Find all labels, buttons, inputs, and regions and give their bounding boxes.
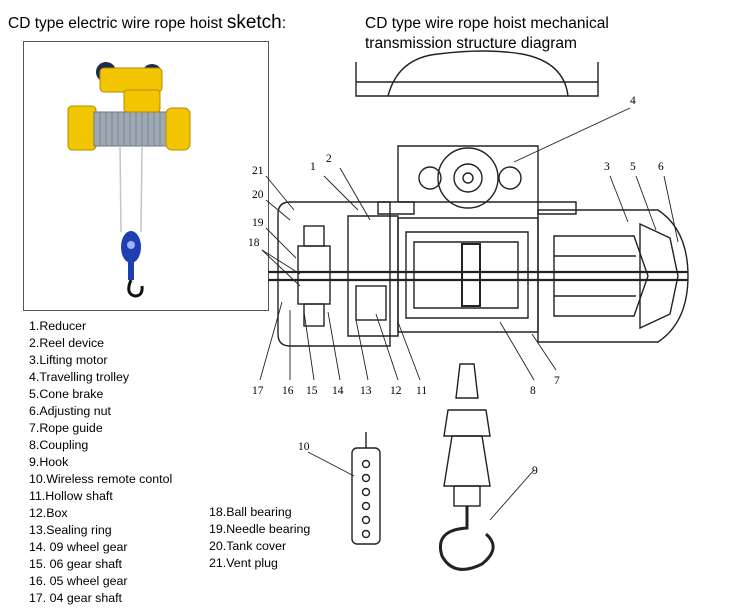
hoist-photo bbox=[23, 41, 269, 311]
callout-12: 12 bbox=[390, 385, 402, 397]
left-title-emphasis: sketch bbox=[226, 12, 282, 33]
callout-9: 9 bbox=[532, 465, 538, 477]
legend-item: 17. 04 gear shaft bbox=[29, 591, 122, 605]
lifting-motor bbox=[165, 107, 191, 151]
junction-box bbox=[123, 89, 161, 113]
hook-drawing bbox=[439, 363, 495, 571]
callout-15: 15 bbox=[306, 385, 318, 397]
callout-18: 18 bbox=[248, 237, 260, 249]
legend-item: 10.Wireless remote contol bbox=[29, 472, 173, 486]
callout-leaders bbox=[259, 107, 679, 521]
callout-8: 8 bbox=[530, 385, 536, 397]
rope-right bbox=[140, 145, 143, 233]
legend-item: 11.Hollow shaft bbox=[29, 489, 113, 503]
legend-item: 16. 05 wheel gear bbox=[29, 574, 128, 588]
legend-item: 21.Vent plug bbox=[209, 556, 278, 570]
legend-item: 15. 06 gear shaft bbox=[29, 557, 122, 571]
legend-list-left: 1.Reducer 2.Reel device 3.Lifting motor … bbox=[29, 318, 172, 607]
legend-item: 1.Reducer bbox=[29, 319, 87, 333]
legend-item: 9.Hook bbox=[29, 455, 69, 469]
legend-item: 12.Box bbox=[29, 506, 68, 520]
right-title-line1: CD type wire rope hoist mechanical bbox=[365, 15, 609, 32]
trolley-frame bbox=[99, 67, 163, 93]
callout-6: 6 bbox=[658, 161, 664, 173]
legend-item: 19.Needle bearing bbox=[209, 522, 311, 536]
callout-2: 2 bbox=[326, 153, 332, 165]
legend-item: 2.Reel device bbox=[29, 336, 105, 350]
hook-pulley bbox=[127, 241, 135, 249]
callout-1: 1 bbox=[310, 161, 316, 173]
drum-grooves bbox=[99, 112, 161, 146]
legend-item: 14. 09 wheel gear bbox=[29, 540, 128, 554]
callout-5: 5 bbox=[630, 161, 636, 173]
reducer-block bbox=[67, 105, 97, 151]
callout-7: 7 bbox=[554, 375, 560, 387]
left-title-main: CD type electric wire rope hoist bbox=[8, 15, 227, 32]
reel-device-drawing bbox=[277, 201, 539, 347]
legend-list-right: 18.Ball bearing 19.Needle bearing 20.Tan… bbox=[209, 504, 310, 572]
legend-item: 7.Rope guide bbox=[29, 421, 103, 435]
hoist-illustration bbox=[67, 62, 191, 298]
legend-item: 5.Cone brake bbox=[29, 387, 104, 401]
left-title: CD type electric wire rope hoist sketch: bbox=[8, 12, 286, 34]
remote-control-drawing bbox=[351, 432, 381, 545]
callout-11: 11 bbox=[416, 385, 427, 397]
legend-item: 20.Tank cover bbox=[209, 539, 287, 553]
left-title-end: : bbox=[281, 15, 287, 32]
legend-item: 13.Sealing ring bbox=[29, 523, 112, 537]
callout-14: 14 bbox=[332, 385, 344, 397]
callout-16: 16 bbox=[282, 385, 294, 397]
legend-item: 18.Ball bearing bbox=[209, 505, 292, 519]
callout-4: 4 bbox=[630, 95, 636, 107]
callout-numbers: 1 2 3 4 5 6 7 8 9 10 11 12 13 14 15 16 1… bbox=[248, 95, 664, 477]
lifting-motor-drawing bbox=[537, 209, 689, 343]
mechanical-diagram: 1 2 3 4 5 6 7 8 9 10 11 12 13 14 15 16 1… bbox=[248, 50, 689, 571]
hook-icon bbox=[127, 279, 144, 298]
callout-10: 10 bbox=[298, 441, 310, 453]
right-title: CD type wire rope hoist mechanical trans… bbox=[365, 14, 609, 54]
reducer-drawing bbox=[297, 225, 387, 327]
legend-item: 8.Coupling bbox=[29, 438, 89, 452]
rope-drum bbox=[93, 111, 169, 147]
rope-left bbox=[119, 145, 122, 233]
hook-shank bbox=[128, 262, 134, 280]
legend-item: 4.Travelling trolley bbox=[29, 370, 130, 384]
callout-3: 3 bbox=[604, 161, 610, 173]
callout-20: 20 bbox=[252, 189, 264, 201]
callout-21: 21 bbox=[252, 165, 264, 177]
callout-17: 17 bbox=[252, 385, 264, 397]
travelling-trolley-drawing bbox=[355, 50, 599, 215]
right-title-line2: transmission structure diagram bbox=[365, 35, 577, 52]
legend-item: 6.Adjusting nut bbox=[29, 404, 111, 418]
callout-19: 19 bbox=[252, 217, 264, 229]
legend-item: 3.Lifting motor bbox=[29, 353, 108, 367]
callout-13: 13 bbox=[360, 385, 372, 397]
